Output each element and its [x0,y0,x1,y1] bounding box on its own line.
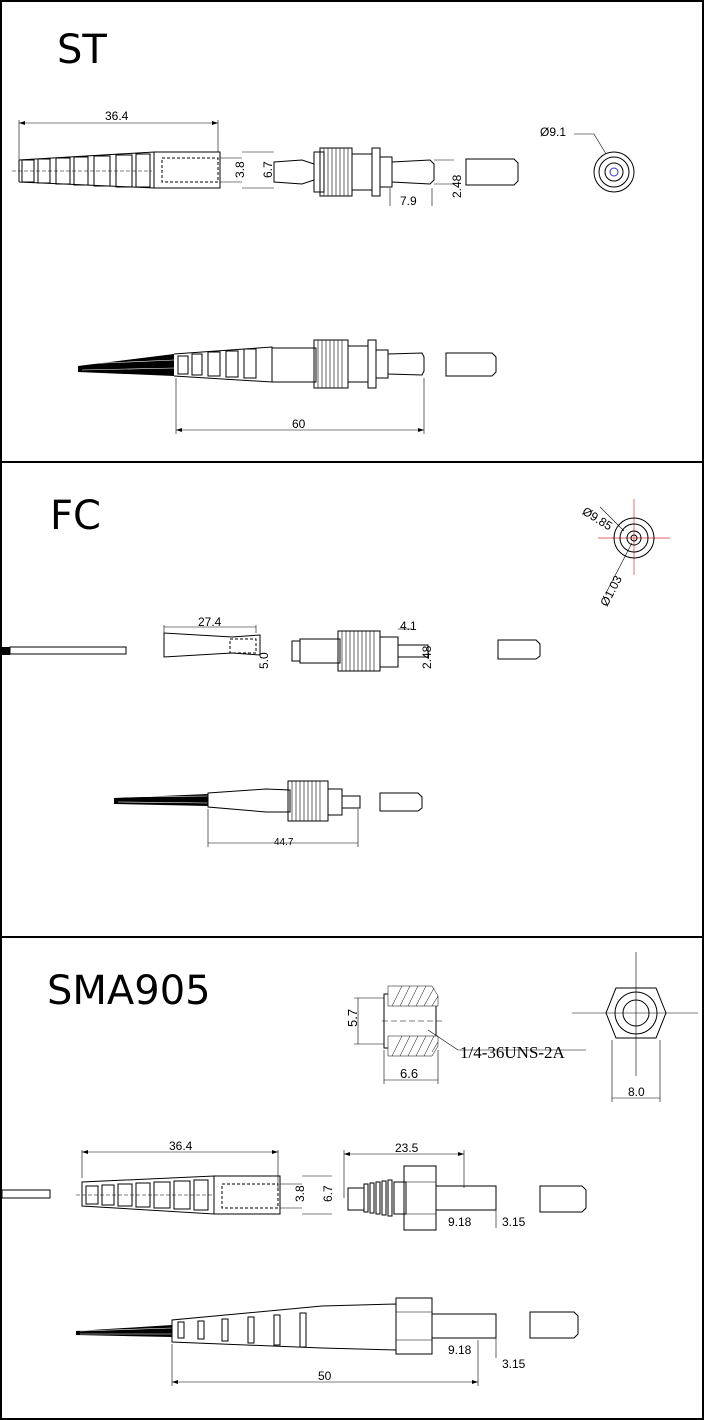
sma-nut-section: 5.7 6.6 1/4-36UNS-2A [345,985,586,1084]
fc-drawing: Ø9.85 Ø1.03 27.4 5.0 [2,499,670,848]
fc-body: 4.1 2.48 [291,619,434,672]
fc-key-width-label: 4.1 [400,619,417,633]
sma-body-length-label: 23.5 [395,1141,419,1155]
fc-bore-dia-label: Ø1.03 [597,573,625,609]
sma-panel: SMA905 5.7 6.6 [0,936,704,1420]
st-drawing: 36.4 3.8 6.7 [12,109,635,434]
fc-assembled: 44.7 [114,780,423,848]
fc-boot-length-label: 27.4 [198,615,222,629]
fc-ferrule-dia-label: 2.48 [420,645,434,669]
fc-panel: FC Ø9.85 Ø1.03 27.4 5.0 [0,461,704,938]
st-boot-exploded: 36.4 3.8 6.7 [12,109,275,189]
sma-drawing: 5.7 6.6 1/4-36UNS-2A 8.0 [2,952,698,1386]
fc-front-dia-label: Ø9.85 [580,504,615,533]
sma-nut-length-label: 6.6 [400,1066,418,1081]
fc-boot-dia-label: 5.0 [257,652,271,669]
st-body-exploded: 7.9 2.48 [273,147,464,208]
st-boot-length-label: 36.4 [105,109,129,123]
fc-cable [2,646,127,655]
st-ferrule-length-label: 7.9 [400,194,417,208]
sma-assembled: 50 9.18 3.15 [76,1297,579,1386]
sma-total-length-label: 50 [318,1369,332,1383]
fc-title: FC [50,493,101,539]
sma-ferrule-len-label-2: 9.18 [448,1343,472,1357]
st-ferrule-dia-label: 2.48 [450,174,464,198]
sma-exploded: 36.4 3.8 6.7 [2,1139,587,1231]
sma-boot-outer-label: 6.7 [321,1185,335,1202]
sma-hex-view: 8.0 [572,952,698,1102]
st-assembled: 60 [78,339,497,434]
fc-dust-cap [497,639,541,660]
fc-total-length-label: 44.7 [274,837,294,848]
sma-thread-label: 1/4-36UNS-2A [460,1043,566,1062]
sma-title: SMA905 [47,968,211,1014]
st-front-dia-label: Ø9.1 [540,125,566,139]
sma-ferrule-dia-label: 3.15 [502,1215,526,1229]
st-title: ST [57,27,107,73]
fc-front-view: Ø9.85 Ø1.03 [580,499,670,609]
st-boot-inner-label: 3.8 [233,161,247,178]
sma-ferrule-len-label: 9.18 [448,1215,472,1229]
st-panel: ST 36.4 3.8 [0,0,704,463]
sma-boot-inner-label: 3.8 [293,1185,307,1202]
sma-boot-length-label: 36.4 [169,1139,193,1153]
st-total-length-label: 60 [292,417,306,431]
sma-hex-label: 8.0 [628,1085,645,1099]
sma-ferrule-dia-label-2: 3.15 [502,1357,526,1371]
st-dust-cap [465,158,519,186]
st-boot-outer-label: 6.7 [261,161,275,178]
st-front-view: Ø9.1 [540,125,635,193]
fc-boot: 27.4 5.0 [163,615,271,669]
sma-nut-dia-label: 5.7 [345,1009,360,1027]
